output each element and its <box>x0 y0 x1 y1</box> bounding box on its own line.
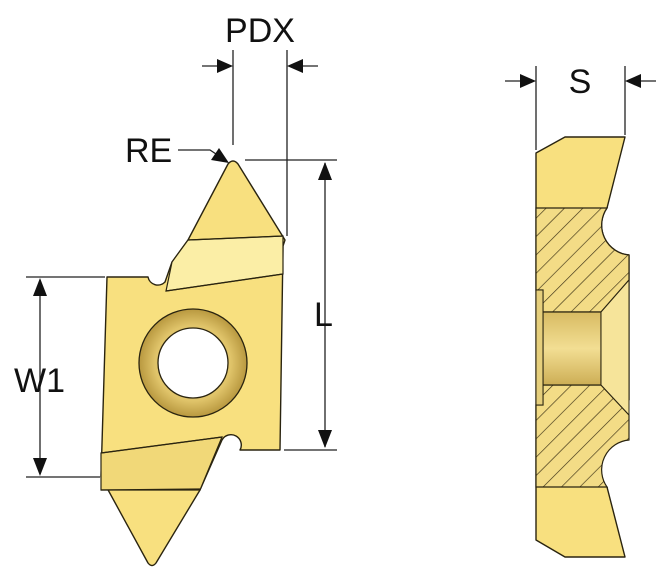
arrow-down-icon <box>33 458 47 476</box>
re-label: RE <box>125 132 172 170</box>
dimension-w1: W1 <box>14 276 105 478</box>
dimension-l: L <box>245 159 337 451</box>
dimension-s: S <box>505 63 656 150</box>
s-label: S <box>569 63 592 101</box>
arrow-left-icon <box>287 59 303 73</box>
insert-side-section <box>535 136 630 558</box>
arrow-left-icon <box>625 74 641 88</box>
top-edge-line <box>187 235 284 241</box>
insert-front-view <box>100 160 286 567</box>
section-recess <box>535 289 544 406</box>
arrow-up-icon <box>33 278 47 296</box>
leader-arrow-icon <box>211 148 229 163</box>
arrow-right-icon <box>520 74 536 88</box>
l-label: L <box>314 296 333 334</box>
section-countersink <box>600 278 630 417</box>
arrow-right-icon <box>217 59 233 73</box>
pdx-label: PDX <box>225 12 295 50</box>
section-bore <box>542 311 602 386</box>
bottom-face-line <box>100 436 223 454</box>
bottom-edge-line <box>100 488 201 491</box>
w1-label: W1 <box>14 362 65 400</box>
arrow-up-icon <box>318 162 332 180</box>
clamp-hole <box>157 327 229 399</box>
dimension-pdx: PDX <box>202 12 318 236</box>
dimension-re: RE <box>125 132 229 170</box>
top-face-line <box>165 273 284 292</box>
arrow-down-icon <box>318 430 332 448</box>
